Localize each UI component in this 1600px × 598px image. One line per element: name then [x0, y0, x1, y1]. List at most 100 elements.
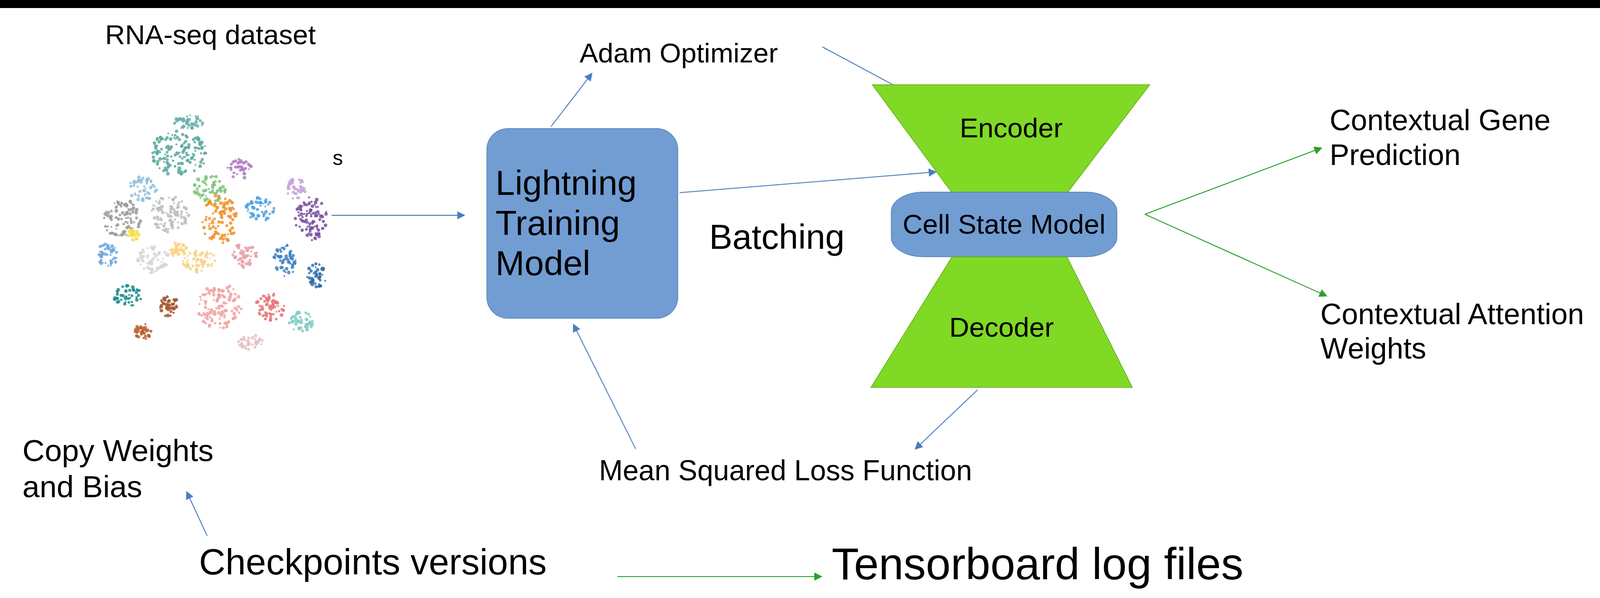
cell-dot	[133, 192, 137, 195]
cell-dot	[147, 333, 150, 337]
cell-dot	[176, 226, 180, 230]
cell-dot	[179, 246, 183, 249]
cell-dot	[307, 201, 311, 205]
cell-dot	[182, 260, 185, 263]
cell-dot	[186, 258, 189, 261]
cell-dot	[166, 307, 170, 312]
cell-dot	[292, 328, 295, 331]
cell-dot	[103, 225, 107, 228]
cell-dot	[307, 276, 311, 280]
cell-dot	[268, 212, 271, 216]
cell-dot	[278, 259, 282, 263]
cell-dot	[226, 166, 229, 170]
cell-dot	[287, 261, 291, 264]
cell-dot	[221, 241, 225, 245]
cell-dot	[273, 253, 277, 257]
cell-dot	[275, 310, 278, 313]
cell-dot	[97, 253, 101, 257]
cell-dot	[129, 182, 132, 185]
cell-dot	[295, 207, 299, 212]
cell-dot	[155, 151, 159, 155]
cell-dot	[194, 120, 199, 125]
cell-dot	[217, 306, 220, 310]
cell-dot	[153, 254, 158, 259]
cell-dot	[211, 262, 213, 265]
cell-dot	[154, 189, 158, 193]
cell-dot	[139, 325, 141, 328]
cell-dot	[144, 334, 148, 338]
cell-dot	[184, 246, 188, 250]
cell-dot	[120, 232, 124, 236]
cell-dot	[144, 337, 147, 340]
cell-dot	[182, 205, 186, 209]
cell-dot	[244, 166, 247, 169]
cell-dot	[260, 343, 263, 346]
cell-dot	[131, 203, 135, 207]
cell-dot	[156, 217, 160, 221]
cell-dot	[165, 253, 170, 257]
cell-dot	[153, 270, 157, 273]
cell-dot	[167, 149, 170, 152]
cell-dot	[199, 140, 202, 143]
cell-dot	[167, 215, 170, 218]
cell-dot	[269, 318, 273, 322]
cell-dot	[129, 185, 132, 188]
cell-dot	[211, 191, 215, 195]
cell-dot	[158, 136, 163, 140]
cell-dot	[192, 257, 196, 261]
cell-dot	[315, 206, 318, 209]
cell-dot	[315, 197, 319, 202]
cell-dot	[181, 120, 185, 123]
cell-dot	[214, 227, 217, 230]
cell-dot	[298, 316, 302, 320]
cell-dot	[269, 315, 272, 319]
cell-dot	[199, 296, 202, 299]
cell-dot	[129, 201, 133, 205]
cell-dot	[298, 312, 301, 316]
cell-dot	[214, 209, 218, 213]
cell-dot	[181, 243, 186, 247]
cell-dot	[205, 252, 209, 256]
cell-dot	[124, 289, 128, 294]
cell-dot	[135, 216, 139, 220]
cell-dot	[218, 322, 222, 326]
cell-dot	[204, 194, 207, 197]
cell-dot	[141, 259, 145, 263]
cell-dot	[167, 228, 170, 231]
cell-dot	[204, 322, 208, 325]
cell-dot	[142, 255, 146, 258]
cell-dot	[142, 267, 146, 270]
cell-dot	[228, 228, 232, 233]
cell-dot	[220, 310, 224, 314]
cell-dot	[293, 216, 297, 220]
cell-dot	[199, 298, 203, 302]
cell-dot	[264, 200, 267, 204]
cell-dot	[294, 259, 297, 262]
cell-dot	[124, 220, 127, 224]
cell-dot	[174, 137, 177, 141]
cell-dot	[250, 250, 253, 253]
cell-dot	[275, 249, 279, 253]
cell-dot	[314, 266, 317, 269]
cell-dot	[170, 226, 175, 230]
cell-dot	[207, 204, 209, 207]
cell-dot	[209, 308, 214, 312]
cell-dot	[165, 313, 170, 318]
cell-dot	[186, 127, 189, 130]
cell-dot	[261, 211, 264, 214]
cell-dot	[136, 197, 141, 202]
cell-dot	[134, 236, 138, 241]
cell-dot	[214, 174, 218, 179]
cell-dot	[203, 199, 207, 203]
cell-dot	[239, 169, 242, 172]
cell-dot	[121, 285, 125, 289]
cell-dot	[246, 339, 250, 344]
plain-label: Copy Weights and Bias	[22, 432, 268, 506]
cell-dot	[300, 228, 304, 233]
cell-dot	[156, 149, 159, 153]
cell-dot	[314, 273, 319, 278]
cell-dot	[299, 207, 303, 211]
cell-dot	[288, 254, 291, 258]
cell-dot	[246, 339, 249, 342]
connector-arrow	[679, 172, 936, 193]
